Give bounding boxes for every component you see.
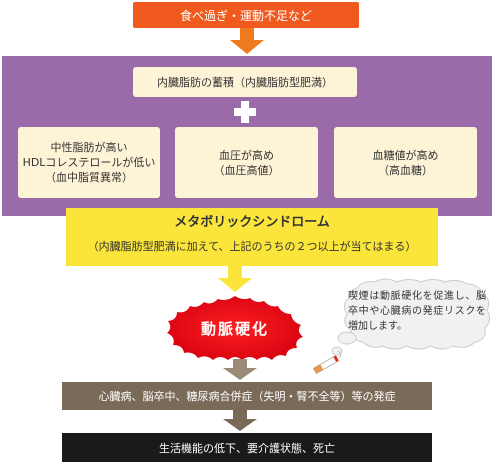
down-arrow-icon (230, 40, 264, 54)
down-arrow-icon (233, 410, 247, 420)
lipid-line-2: HDLコレステロールが低い (22, 156, 156, 169)
cigarette-icon (312, 350, 342, 375)
final-outcome-text: 生活機能の低下、要介護状態、死亡 (159, 441, 335, 455)
smoking-note-text: 喫煙は動脈硬化を促進し、脳卒中や心臓病の発症リスクを増加します。 (348, 291, 486, 332)
arteriosclerosis-burst (167, 296, 303, 360)
cause-text: 食べ過ぎ・運動不足など (179, 8, 312, 23)
lipid-line-1: 中性脂肪が高い (50, 141, 128, 154)
bp-line-1: 血圧が高め (219, 148, 274, 162)
bp-line-2: （血圧高値） (213, 163, 280, 177)
glucose-line-1: 血糖値が高め (372, 148, 439, 162)
plus-icon (233, 100, 257, 124)
thought-bubble-icon (343, 278, 491, 350)
diseases-box: 心臓病、脳卒中、糖尿病合併症（失明・腎不全等）等の発症 (62, 382, 432, 410)
down-arrow-icon (233, 359, 247, 369)
metabolic-syndrome-banner (66, 208, 438, 266)
cause-box: 食べ過ぎ・運動不足など (133, 2, 359, 28)
metabolic-syndrome-subtitle: （内臓脂肪型肥満に加えて、上記のうちの２つ以上が当てはまる） (87, 240, 417, 253)
down-arrow-icon (218, 278, 252, 292)
lipid-line-3: （血中脂質異常） (45, 171, 133, 184)
down-arrow-icon (228, 266, 242, 280)
down-arrow-icon (240, 28, 254, 42)
down-arrow-icon (223, 419, 257, 431)
diseases-text: 心臓病、脳卒中、糖尿病合併症（失明・腎不全等）等の発症 (98, 390, 396, 403)
blood-glucose-box: 血糖値が高め （高血糖） (334, 127, 477, 198)
visceral-fat-box: 内臓脂肪の蓄積（内臓脂肪型肥満） (133, 67, 357, 97)
metabolic-syndrome-title: メタボリックシンドローム (174, 215, 330, 230)
down-arrow-icon (223, 368, 257, 380)
visceral-fat-text: 内臓脂肪の蓄積（内臓脂肪型肥満） (157, 75, 333, 89)
lipid-condition-box: 中性脂肪が高い HDLコレステロールが低い （血中脂質異常） (18, 127, 160, 198)
glucose-line-2: （高血糖） (378, 163, 433, 177)
blood-pressure-box: 血圧が高め （血圧高値） (175, 127, 318, 198)
final-outcome-box: 生活機能の低下、要介護状態、死亡 (62, 433, 432, 462)
arteriosclerosis-label: 動脈硬化 (200, 319, 269, 338)
